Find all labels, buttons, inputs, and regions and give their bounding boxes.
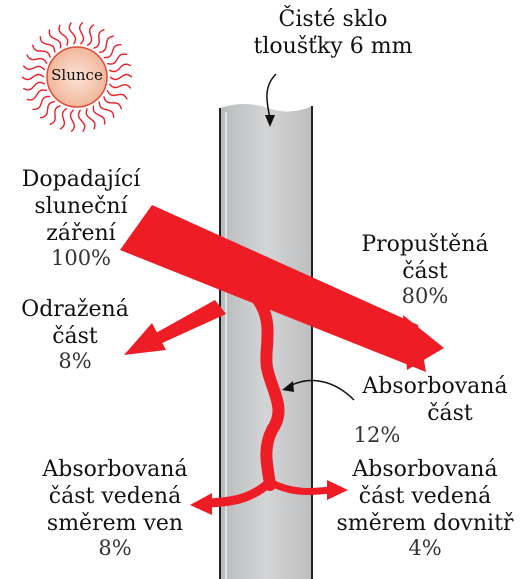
incident-value: 100% <box>6 247 156 269</box>
sun-ray <box>23 66 45 71</box>
reflected-line2: část <box>10 325 140 348</box>
sun-ray <box>60 108 67 129</box>
glass-title-line2: tloušťky 6 mm <box>248 35 418 58</box>
incident-line3: záření <box>6 222 156 245</box>
sun-ray <box>23 83 45 90</box>
absorbed-label: Absorbovaná část <box>355 375 515 425</box>
sun-ray <box>87 25 94 46</box>
sun-ray <box>80 22 84 44</box>
incident-line1: Dopadající <box>6 168 156 191</box>
sun-ray <box>22 74 44 79</box>
sun-ray <box>40 36 55 52</box>
reflected-label: Odražená část 8% <box>10 298 140 372</box>
sun-ray <box>94 29 105 48</box>
sun-ray <box>99 102 114 118</box>
transmitted-label: Propuštěná část 80% <box>350 233 500 307</box>
absorbed-line2: část <box>355 402 515 425</box>
absorbed-out-label: Absorbovaná část vedená směrem ven 8% <box>20 458 210 559</box>
absorbed-value: 12% <box>352 424 402 446</box>
incident-line2: sluneční <box>6 195 156 218</box>
transmitted-value: 80% <box>350 285 500 307</box>
transmitted-line1: Propuštěná <box>350 233 500 256</box>
absorbed-line1: Absorbovaná <box>355 375 515 398</box>
absorbed-in-label: Absorbovaná část vedená směrem dovnitř 4… <box>330 458 520 559</box>
sun-label: Slunce <box>47 68 107 84</box>
sun-ray <box>33 45 51 58</box>
glass-title: Čisté sklo tloušťky 6 mm <box>248 8 418 58</box>
sun-ray <box>40 102 55 118</box>
absorbed-out-line2: část vedená <box>20 485 210 508</box>
reflected-value: 8% <box>10 350 140 372</box>
sun-ray <box>107 90 127 99</box>
absorbed-in-line2: část vedená <box>330 485 520 508</box>
sun-ray <box>70 110 74 132</box>
sun-ray <box>110 74 132 79</box>
sun-ray <box>27 55 47 64</box>
transmitted-line2: část <box>350 260 500 283</box>
absorbed-in-value: 4% <box>330 537 520 559</box>
absorbed-in-line3: směrem dovnitř <box>330 512 520 535</box>
absorbed-in-line1: Absorbovaná <box>330 458 520 481</box>
reflected-line1: Odražená <box>10 298 140 321</box>
absorbed-out-line3: směrem ven <box>20 512 210 535</box>
sun-ray <box>78 110 84 132</box>
sun-ray <box>50 106 61 125</box>
sun-ray <box>109 84 131 89</box>
incident-label: Dopadající sluneční záření 100% <box>6 168 156 269</box>
sun-ray <box>104 96 122 109</box>
sun-ray <box>109 64 131 71</box>
reflected-arrow-shaft <box>154 300 226 344</box>
absorbed-out-line1: Absorbovaná <box>20 458 210 481</box>
sun-ray <box>99 36 114 52</box>
absorbed-out-value: 8% <box>20 537 210 559</box>
glass-title-line1: Čisté sklo <box>248 8 418 31</box>
sun-ray <box>69 22 75 44</box>
